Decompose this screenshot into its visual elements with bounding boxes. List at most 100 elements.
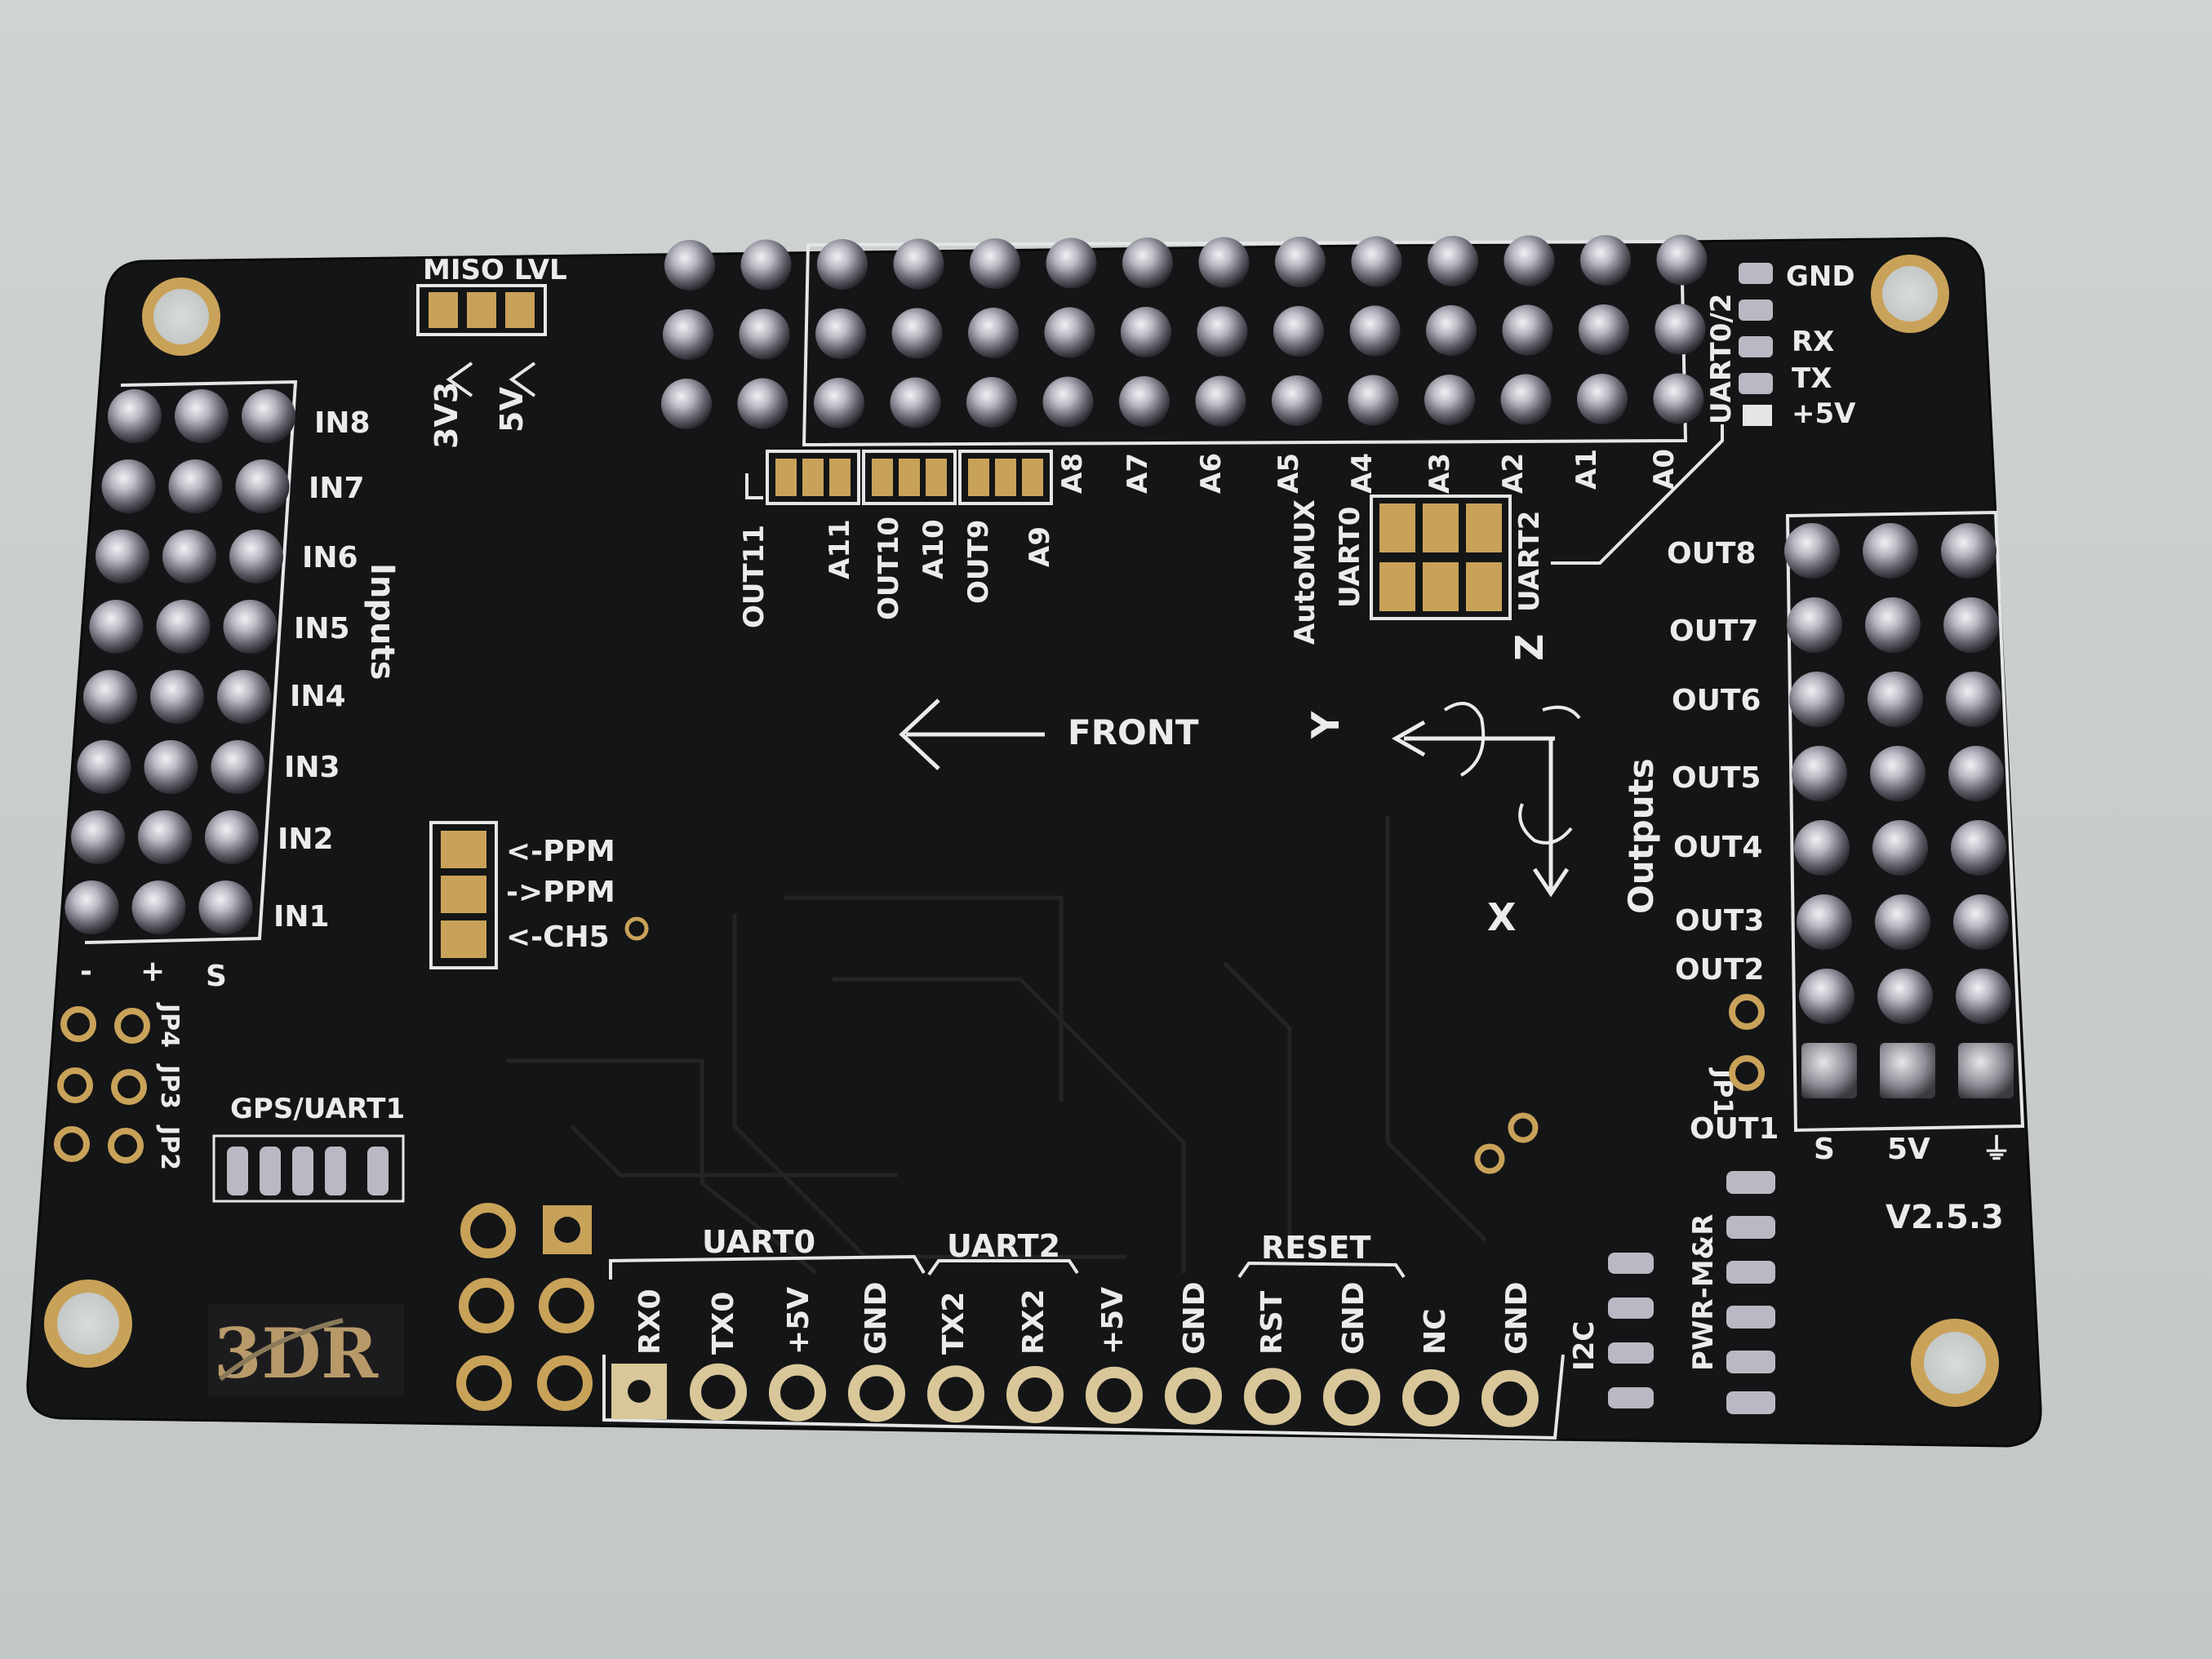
header-group-title-uart2: UART2	[947, 1228, 1060, 1264]
header-pin-nc: NC	[1419, 1308, 1452, 1355]
input-label-in8: IN8	[314, 406, 371, 440]
input-header-pin	[235, 459, 290, 513]
analog-header-pin	[970, 238, 1020, 289]
mux-label-out9: OUT9	[962, 520, 995, 604]
header-pin-rx2: RX2	[1017, 1289, 1050, 1355]
voltage-label-3v3: 3V3	[429, 382, 464, 449]
axis-label-z: Z	[1508, 634, 1552, 661]
mux-label-a10: A10	[917, 519, 950, 579]
header-pin-gnd-uart0: GND	[859, 1281, 893, 1355]
output-header-pin	[1948, 746, 2004, 801]
analog-header-pin	[814, 378, 864, 428]
output-legend-signal: S	[1814, 1133, 1835, 1166]
output-header-pin	[1951, 820, 2006, 876]
uart-side-pin-rx: RX	[1792, 326, 1834, 358]
analog-header-pin	[815, 308, 866, 359]
output-label-out7: OUT7	[1669, 614, 1758, 648]
inputs-block: Inputs IN8 IN7 IN6 IN5 IN4 IN3 IN2 IN1 -…	[64, 379, 401, 993]
input-header-pin	[77, 740, 131, 794]
version-label: V2.5.3	[1886, 1199, 2004, 1236]
analog-header-pin	[661, 379, 712, 429]
analog-label-a8: A8	[1056, 453, 1089, 494]
ppm-label-ch5: <-CH5	[506, 920, 610, 954]
ppm-label-out: ->PPM	[506, 876, 615, 909]
input-header-pin	[64, 881, 119, 934]
input-header-pin	[89, 600, 144, 654]
uart-side-pin-tx: TX	[1792, 362, 1832, 395]
output-header-pin	[1801, 1043, 1857, 1098]
output-label-out2: OUT2	[1675, 953, 1764, 987]
bottom-header-hole	[1006, 1366, 1064, 1423]
analog-header-pin	[737, 378, 788, 429]
bottom-header-hole	[1402, 1369, 1459, 1426]
analog-header-pin	[1042, 376, 1094, 428]
left-jumpers: JP4 JP3 JP2	[54, 1002, 184, 1170]
axis-indicator: Y Z X	[1304, 634, 1581, 939]
analog-header-pin	[891, 308, 943, 359]
power-connector: PWR-M&R	[1687, 1171, 1775, 1414]
bottom-header-hole	[848, 1364, 905, 1422]
mounting-holes	[44, 255, 1999, 1407]
analog-label-a6: A6	[1195, 453, 1228, 494]
bottom-header-hole-center	[628, 1380, 651, 1403]
input-header-pin	[168, 459, 223, 513]
bottom-header-hole	[1086, 1366, 1143, 1424]
inputs-title: Inputs	[363, 563, 401, 680]
analog-header-pin	[740, 239, 792, 291]
input-header-pin	[229, 530, 283, 583]
jumper-label-jp4: JP4	[155, 1002, 184, 1048]
analog-label-a3: A3	[1424, 453, 1456, 494]
bottom-header: UART0 UART2 RESET RX0 TX0 +5V GND TX2 RX…	[602, 1224, 1565, 1440]
analog-header-pin	[664, 240, 715, 291]
output-header-pin	[1794, 820, 1850, 876]
brand-logo-text: 3DR	[214, 1313, 379, 1394]
input-label-in1: IN1	[273, 900, 330, 934]
uart-side-title: UART0/2	[1705, 294, 1738, 424]
input-header-pin	[144, 740, 198, 794]
output-header-pin	[1875, 894, 1930, 950]
header-pin-5v: +5V	[1096, 1287, 1130, 1355]
analog-header-pin	[1348, 375, 1399, 426]
header-group-title-uart0: UART0	[702, 1224, 815, 1260]
mount-hole-bottom-left	[44, 1280, 132, 1368]
analog-header-pin	[1119, 376, 1170, 427]
bottom-header-hole	[1244, 1368, 1301, 1426]
analog-header-pin	[1428, 236, 1478, 286]
input-header-pin	[217, 670, 271, 724]
header-pin-rst: RST	[1255, 1290, 1289, 1355]
ppm-label-in: <-PPM	[506, 835, 615, 868]
input-legend-minus: -	[80, 955, 92, 988]
output-header-pin	[1868, 672, 1923, 727]
output-header-pin	[1953, 894, 2009, 950]
input-label-in4: IN4	[290, 680, 346, 713]
outputs-title: Outputs	[1621, 758, 1661, 914]
analog-header-pin	[817, 239, 868, 290]
input-label-in7: IN7	[309, 472, 365, 505]
miso-lvl-jumper: MISO LVL 3V3 5V	[416, 254, 567, 449]
analog-header-pin	[890, 377, 941, 428]
gps-uart1-connector: GPS/UART1	[212, 1093, 405, 1203]
analog-header-pin	[1273, 306, 1324, 357]
output-header-pin	[1941, 523, 1997, 579]
input-header-pin	[150, 670, 204, 724]
analog-header-pin	[893, 238, 944, 290]
mux-label-a9: A9	[1024, 526, 1056, 567]
input-header-pin	[101, 459, 156, 513]
input-header-pin	[156, 600, 211, 654]
output-label-out8: OUT8	[1667, 537, 1756, 570]
bottom-header-hole	[927, 1365, 984, 1423]
output-header-pin	[1863, 523, 1918, 579]
miso-lvl-label: MISO LVL	[423, 254, 567, 286]
gps-uart1-label: GPS/UART1	[230, 1093, 405, 1125]
bottom-header-hole	[769, 1364, 826, 1422]
output-legend-ground: ⏚	[1982, 1133, 2011, 1166]
input-label-in6: IN6	[302, 541, 358, 574]
front-label: FRONT	[1068, 712, 1199, 752]
analog-labels: A8 A7 A6 A5 A4 A3 A2 A1 A0	[1056, 449, 1681, 494]
output-header-pin	[1799, 969, 1854, 1024]
analog-header-pin	[739, 308, 790, 360]
voltage-label-5v: 5V	[494, 387, 530, 432]
analog-header-pin	[1653, 373, 1704, 424]
mount-hole-top-left	[142, 277, 220, 356]
uart-side-pin-gnd: GND	[1786, 260, 1855, 293]
